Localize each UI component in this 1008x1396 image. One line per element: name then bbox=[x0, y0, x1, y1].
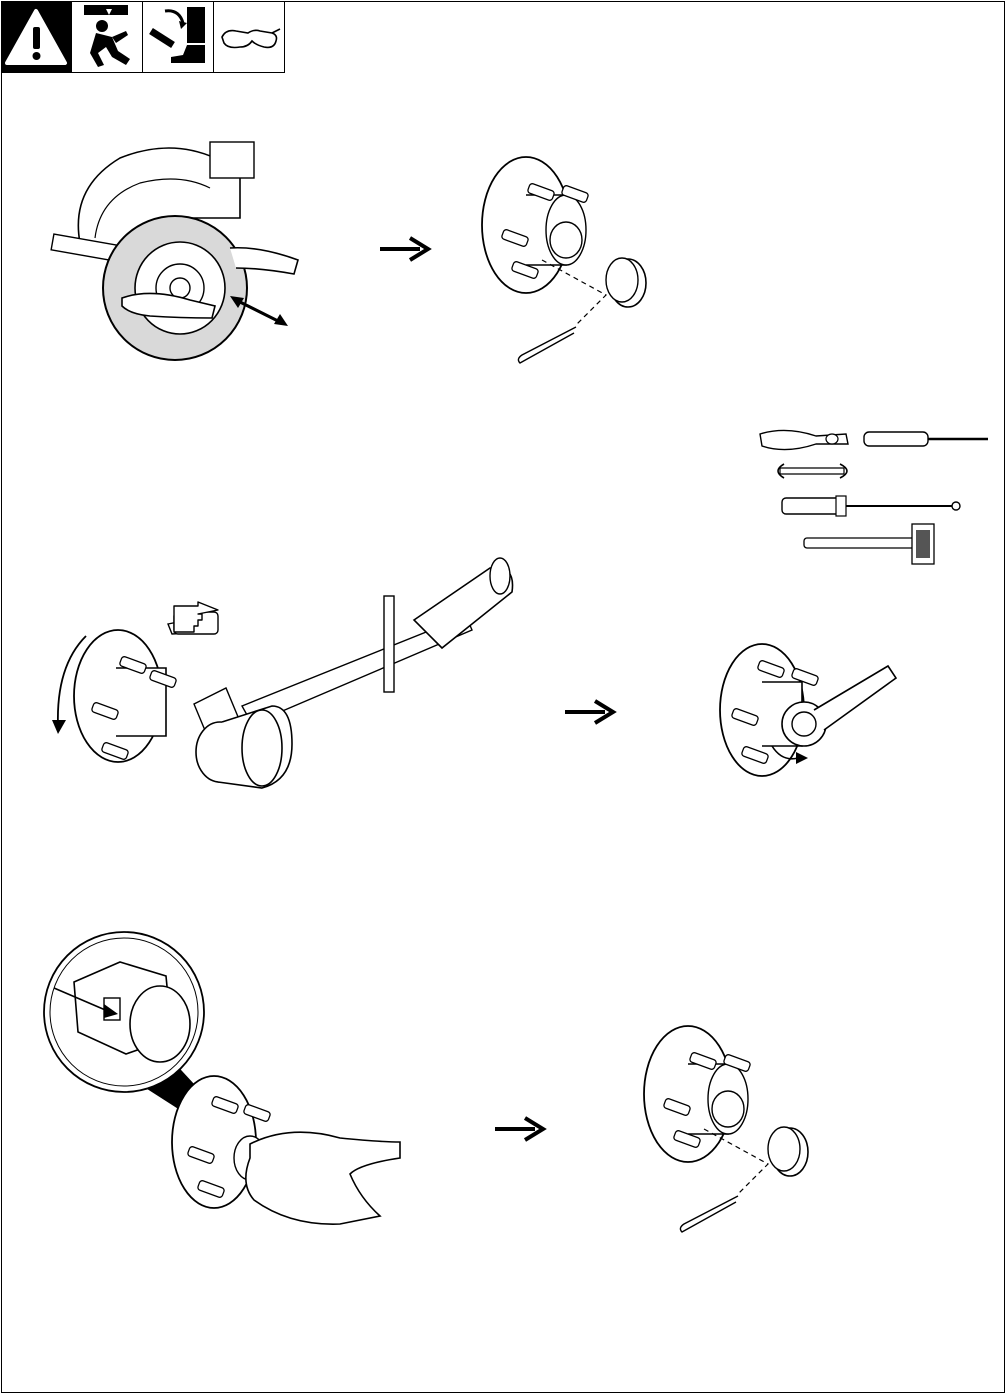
tools-required-illustration bbox=[756, 422, 996, 572]
falling-object-hazard-icon bbox=[72, 1, 143, 73]
step-arrow-icon bbox=[563, 697, 617, 727]
pointing-hand-note-icon bbox=[172, 600, 220, 634]
cotter-pin-alignment-illustration bbox=[40, 928, 420, 1238]
trailer-wheel-check-illustration bbox=[40, 128, 310, 373]
warning-triangle-icon bbox=[1, 1, 72, 73]
wrench-nut-loosen-illustration bbox=[712, 638, 904, 778]
crushing-foot-hazard-icon bbox=[143, 1, 214, 73]
safety-glasses-icon bbox=[214, 1, 285, 73]
hub-cap-cotter-pin-removal-illustration bbox=[476, 155, 676, 375]
torque-wrench-illustration bbox=[46, 556, 526, 796]
hub-cap-reinstall-illustration bbox=[638, 1024, 838, 1244]
step-arrow-icon bbox=[378, 234, 432, 264]
step-arrow-icon bbox=[493, 1114, 547, 1144]
safety-symbols-strip bbox=[1, 1, 285, 73]
